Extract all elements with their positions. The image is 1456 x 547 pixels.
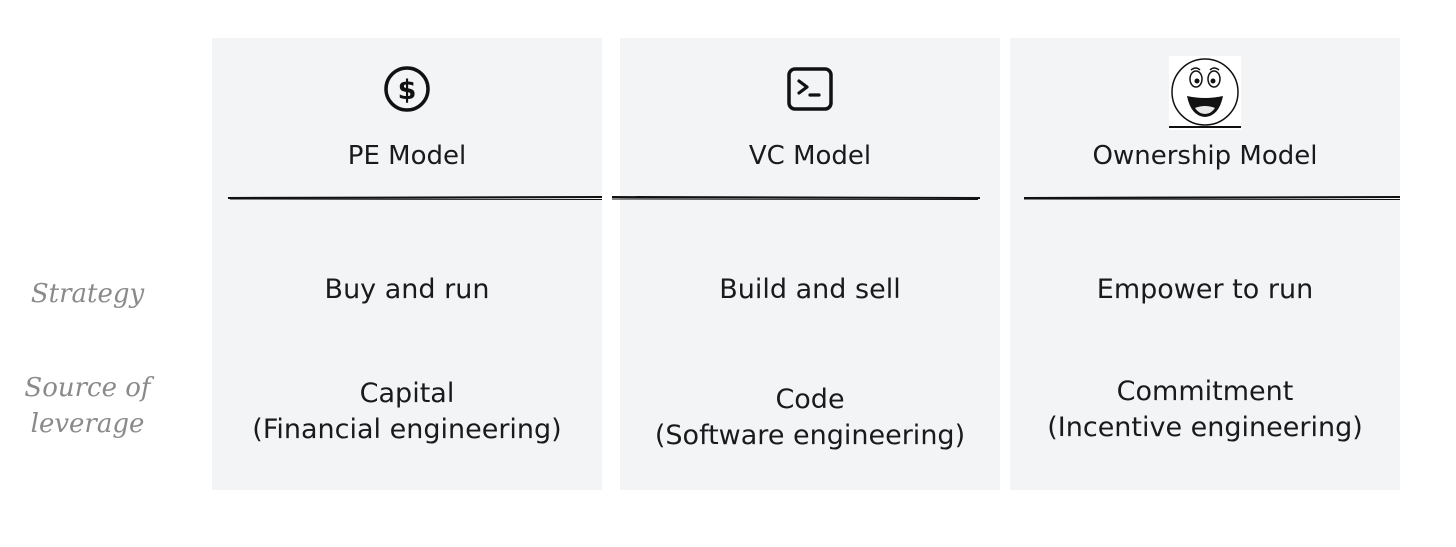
strategy-cell: Buy and run bbox=[324, 274, 490, 305]
column-pe-model: $ PE Model Buy and run Capital (Financia… bbox=[212, 38, 602, 490]
leverage-line2: (Financial engineering) bbox=[252, 414, 562, 445]
row-label-strategy-text: Strategy bbox=[30, 279, 145, 309]
leverage-line2: (Incentive engineering) bbox=[1047, 412, 1363, 443]
header-divider bbox=[612, 194, 980, 202]
column-title: VC Model bbox=[748, 141, 872, 171]
column-title: PE Model bbox=[347, 141, 467, 171]
leverage-line2: (Software engineering) bbox=[654, 420, 966, 451]
header-divider bbox=[1024, 194, 1400, 202]
row-label-source-of-leverage: Source of leverage bbox=[10, 370, 165, 442]
terminal-icon bbox=[786, 66, 834, 116]
header-divider bbox=[228, 194, 602, 202]
smiley-face-icon bbox=[1169, 56, 1241, 134]
column-ownership-model: Ownership Model Empower to run Commitmen… bbox=[1010, 38, 1400, 490]
leverage-line1: Code bbox=[775, 384, 845, 415]
leverage-cell: Code (Software engineering) bbox=[620, 382, 1000, 454]
dollar-coin-icon: $ bbox=[382, 64, 432, 118]
row-label-leverage-line1: Source of bbox=[24, 373, 151, 403]
strategy-cell: Build and sell bbox=[719, 274, 901, 305]
svg-text:$: $ bbox=[398, 75, 417, 106]
leverage-cell: Capital (Financial engineering) bbox=[212, 376, 602, 448]
row-label-strategy: Strategy bbox=[10, 276, 165, 312]
leverage-cell: Commitment (Incentive engineering) bbox=[1010, 374, 1400, 446]
column-title: Ownership Model bbox=[1092, 141, 1318, 171]
strategy-cell: Empower to run bbox=[1096, 274, 1314, 305]
leverage-line1: Capital bbox=[359, 378, 455, 409]
row-label-leverage-line2: leverage bbox=[30, 409, 145, 439]
column-vc-model: VC Model Build and sell Code (Software e… bbox=[612, 38, 1000, 490]
leverage-line1: Commitment bbox=[1116, 376, 1294, 407]
